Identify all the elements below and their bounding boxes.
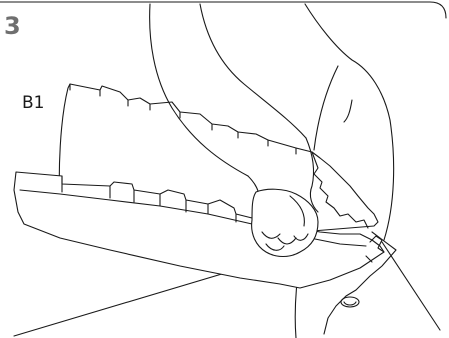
upper-arm-outline-2 bbox=[200, 4, 306, 138]
step-number: 3 bbox=[4, 14, 21, 38]
panel-hole-inner bbox=[344, 302, 356, 305]
back-person-arm bbox=[314, 66, 338, 150]
part-label-b1: B1 bbox=[22, 95, 44, 112]
back-person-fold bbox=[344, 100, 352, 122]
floor-line-right bbox=[382, 242, 440, 330]
panel-border bbox=[0, 2, 446, 18]
